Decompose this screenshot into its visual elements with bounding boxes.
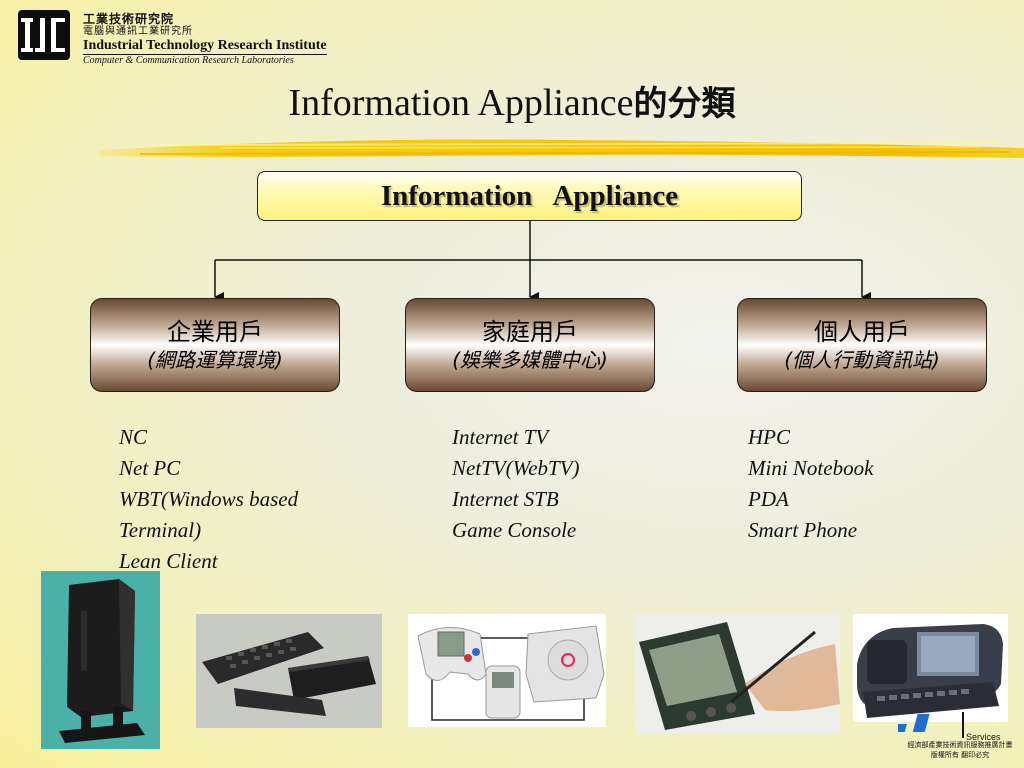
footer-zh-line2: 版權所有 翻印必究 (930, 751, 990, 759)
footer-services-text: Services (966, 732, 1001, 742)
itri-logo-icon (21, 18, 65, 52)
category-name: 家庭用戶 (482, 318, 578, 346)
lab-name-en: Computer & Communication Research Labora… (83, 55, 294, 66)
list-item: Lean Client (119, 549, 218, 573)
network-computer-photo (41, 571, 160, 749)
list-item: WBT(Windows based (119, 487, 299, 511)
footer-copyright: 經濟部產業技術資訊服務推廣計畫 版權所有 翻印必究 (898, 740, 1022, 760)
list-item: NC (119, 425, 148, 449)
footer-services: Services (966, 732, 1001, 742)
category-personal: 個人用戶 (個人行動資訊站) (737, 298, 987, 392)
root-label: Information Appliance (380, 179, 679, 212)
lab-name-zh: 電腦與通訊工業研究所 (83, 26, 193, 37)
slide-title-zh: 的分類 (633, 84, 736, 124)
list-item: Net PC (119, 456, 181, 480)
list-home: Internet TV NetTV(WebTV) Internet STB Ga… (452, 422, 580, 546)
list-personal: HPC Mini Notebook PDA Smart Phone (748, 422, 873, 546)
set-top-box-photo (196, 614, 382, 728)
category-enterprise: 企業用戶 (網路運算環境) (90, 298, 340, 392)
list-item: Internet TV (452, 425, 549, 449)
slide-title-en: Information Appliance (288, 82, 634, 124)
category-sub: (網路運算環境) (147, 348, 283, 372)
category-sub: (娛樂多媒體中心) (452, 348, 608, 372)
list-item: PDA (748, 487, 789, 511)
yellow-brush-stroke (100, 139, 1024, 158)
footer-zh-line1: 經濟部產業技術資訊服務推廣計畫 (907, 741, 1013, 749)
category-name: 企業用戶 (167, 318, 263, 346)
list-item: NetTV(WebTV) (452, 456, 580, 480)
footer-logo (898, 712, 964, 738)
list-item: Smart Phone (748, 518, 858, 542)
list-item: Internet STB (452, 487, 559, 511)
category-sub: (個人行動資訊站) (784, 348, 940, 372)
itri-logo (18, 10, 70, 60)
list-item: Terminal) (119, 518, 202, 542)
list-item: Game Console (452, 518, 577, 542)
org-name-zh: 工業技術研究院 (83, 12, 175, 26)
list-item: HPC (748, 425, 790, 449)
list-enterprise: NC Net PC WBT(Windows based Terminal) Le… (119, 422, 298, 577)
list-item: Mini Notebook (748, 456, 874, 480)
category-name: 個人用戶 (814, 318, 910, 346)
org-header: 工業技術研究院 電腦與通訊工業研究所 Industrial Technology… (83, 12, 327, 67)
pda-photo (635, 614, 840, 734)
slide-title: Information Appliance的分類 (0, 76, 1024, 125)
category-home: 家庭用戶 (娛樂多媒體中心) (405, 298, 655, 392)
smart-phone-photo (853, 614, 1008, 722)
root-node: Information Appliance (257, 171, 802, 221)
org-name-en: Industrial Technology Research Institute (83, 38, 327, 55)
game-console-photo (408, 614, 606, 727)
